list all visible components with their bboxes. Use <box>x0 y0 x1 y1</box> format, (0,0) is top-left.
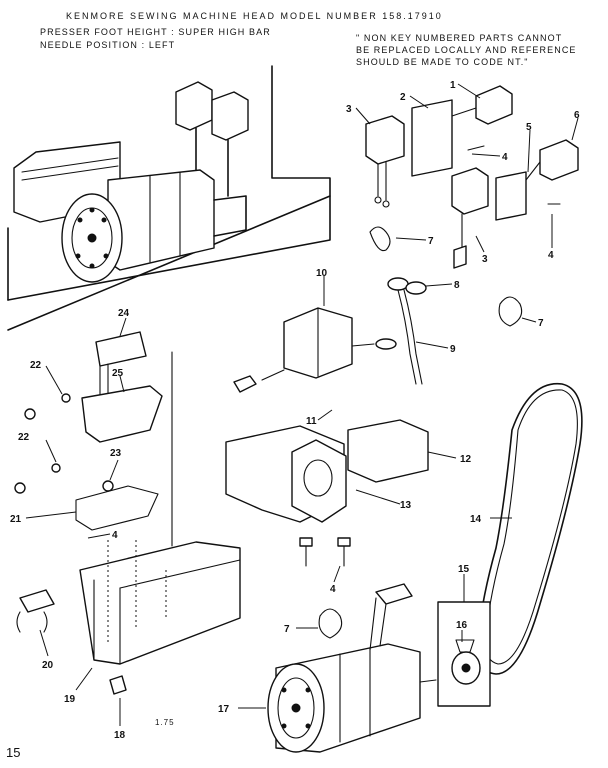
callout-16: 16 <box>456 620 468 631</box>
callout-24: 24 <box>118 308 130 319</box>
callout-22b: 22 <box>18 432 30 443</box>
callout-5: 5 <box>526 122 532 133</box>
pulley-kit <box>437 601 491 707</box>
callout-1: 1 <box>450 80 456 91</box>
callout-4b: 4 <box>548 250 554 261</box>
callout-11: 11 <box>306 416 317 427</box>
spec-needle-position: NEEDLE POSITION : LEFT <box>40 40 176 50</box>
transformer-assembly <box>233 277 427 393</box>
callout-25: 25 <box>112 368 124 379</box>
motor-bracket <box>225 419 429 567</box>
installed-motor-assembly <box>13 81 249 283</box>
callout-9: 9 <box>450 344 456 355</box>
note-line-2: BE REPLACED LOCALLY AND REFERENCE <box>356 45 577 55</box>
callout-7: 7 <box>428 236 434 247</box>
scale-label: 1.75 <box>155 718 175 727</box>
callout-15: 15 <box>458 564 470 575</box>
terminal-bracket <box>14 331 163 531</box>
callout-7b: 7 <box>538 318 544 329</box>
diagram-title: KENMORE SEWING MACHINE HEAD MODEL NUMBER… <box>66 11 443 21</box>
callout-6: 6 <box>574 110 580 121</box>
callout-2: 2 <box>400 92 406 103</box>
callout-8: 8 <box>454 280 460 291</box>
callout-4d: 4 <box>330 584 336 595</box>
callout-14: 14 <box>470 514 482 525</box>
callout-7c: 7 <box>284 624 290 635</box>
callout-21: 21 <box>10 514 22 525</box>
spec-presser-foot: PRESSER FOOT HEIGHT : SUPER HIGH BAR <box>40 27 271 37</box>
drive-belt <box>476 382 583 675</box>
callout-10: 10 <box>316 268 328 279</box>
callout-20: 20 <box>42 660 54 671</box>
callout-13: 13 <box>400 500 412 511</box>
callout-3b: 3 <box>482 254 488 265</box>
page-number: 15 <box>6 745 21 760</box>
machine-head-housing <box>7 65 331 331</box>
switch-assembly <box>365 85 579 327</box>
callout-23: 23 <box>110 448 122 459</box>
callout-12: 12 <box>460 454 472 465</box>
callout-3: 3 <box>346 104 352 115</box>
callout-19: 19 <box>64 694 76 705</box>
callout-4c: 4 <box>112 530 118 541</box>
callout-labels: 1 2 3 4 5 6 4 7 3 10 8 7 9 24 11 22 25 1… <box>10 80 580 741</box>
motor-base-frame <box>79 351 241 665</box>
cord-clip <box>16 589 127 695</box>
callout-4: 4 <box>502 152 508 163</box>
leader-lines <box>25 83 579 726</box>
callout-17: 17 <box>218 704 230 715</box>
note-line-3: SHOULD BE MADE TO CODE NT." <box>356 57 529 67</box>
callout-22: 22 <box>30 360 42 371</box>
drive-motor <box>267 583 437 753</box>
note-line-1: " NON KEY NUMBERED PARTS CANNOT <box>356 33 563 43</box>
callout-18: 18 <box>114 730 126 741</box>
